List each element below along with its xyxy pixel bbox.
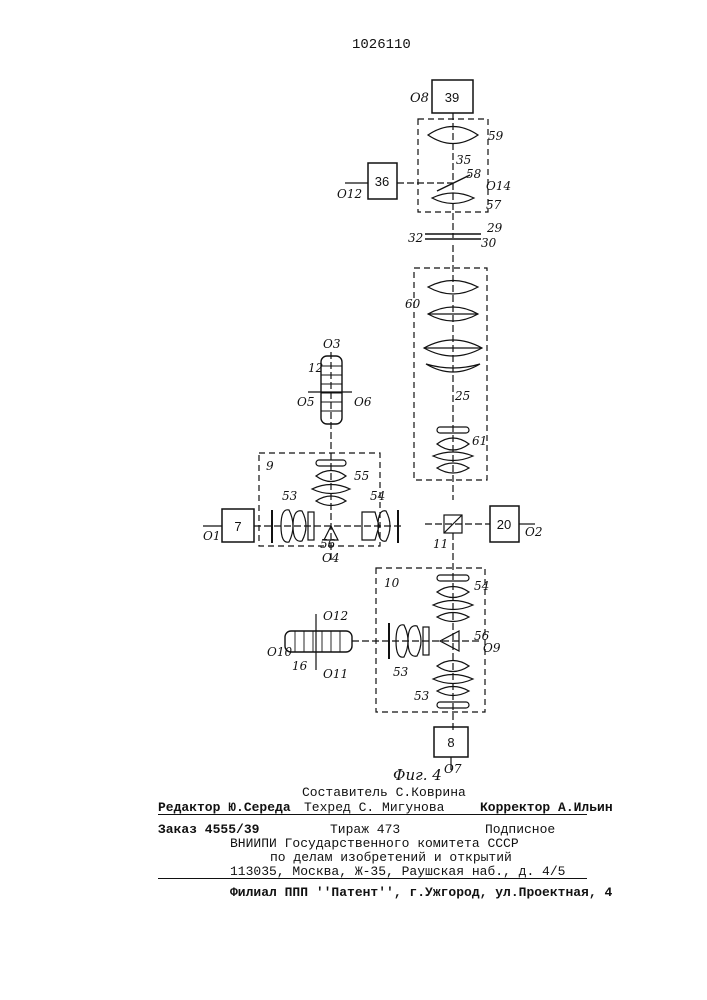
address-line: 113035, Москва, Ж-35, Раушская наб., д. … [230, 864, 565, 879]
label-11: 11 [433, 537, 448, 551]
figure-caption: Фиг. 4 [393, 766, 442, 784]
label-60: 60 [405, 297, 421, 311]
label-54b: 54 [474, 579, 489, 593]
axis-o3-label: O3 [323, 337, 341, 351]
techred-line: Техред С. Мигунова [304, 800, 444, 815]
axis-o10-label: O10 [267, 645, 292, 659]
footer-divider-bottom [158, 878, 587, 879]
axis-o11-label: O11 [323, 667, 348, 681]
block-8-label: 8 [447, 735, 454, 750]
label-35: 35 [456, 153, 471, 167]
label-57: 57 [486, 198, 502, 212]
label-59: 59 [488, 129, 504, 143]
axis-o1-label: O1 [203, 529, 220, 543]
label-56a: 56 [320, 537, 336, 551]
branch-line: Филиал ППП ''Патент'', г.Ужгород, ул.Про… [230, 885, 612, 900]
label-16: 16 [292, 659, 308, 673]
unit-box-60 [414, 268, 487, 480]
label-53c: 53 [414, 689, 430, 703]
order-line: Заказ 4555/39 [158, 822, 259, 837]
label-25: 25 [454, 389, 470, 403]
block-20-label: 20 [497, 517, 511, 532]
axis-o5-label: O5 [297, 395, 314, 409]
compiler-line: Составитель С.Коврина [302, 785, 466, 800]
label-53a: 53 [282, 489, 298, 503]
label-30: 30 [481, 236, 497, 250]
axis-o4-label: O4 [322, 551, 339, 565]
circulation-line: Тираж 473 [330, 822, 400, 837]
label-9: 9 [266, 459, 274, 473]
axis-o12a-label: O12 [337, 187, 362, 201]
label-12: 12 [308, 361, 323, 375]
axis-o2-label: O2 [525, 525, 542, 539]
org-line-1: ВНИИПИ Государственного комитета СССР [230, 836, 519, 851]
axis-o9-label: O9 [483, 641, 501, 655]
axis-o14-label: O14 [486, 179, 511, 193]
block-7-label: 7 [234, 519, 241, 534]
disk-16-hatch [295, 631, 340, 652]
block-39-label: 39 [445, 90, 459, 105]
label-10: 10 [384, 576, 400, 590]
label-55: 55 [354, 469, 369, 483]
axis-o8-label: O8 [410, 91, 429, 106]
label-54a: 54 [370, 489, 385, 503]
axis-o7-label: O7 [444, 762, 462, 776]
block-36-label: 36 [375, 174, 389, 189]
label-53b: 53 [393, 665, 409, 679]
axis-o12b-label: O12 [323, 609, 348, 623]
org-line-2: по делам изобретений и открытий [270, 850, 512, 865]
label-29: 29 [486, 221, 503, 235]
footer-divider-top [158, 814, 587, 815]
axis-o6-label: O6 [354, 395, 372, 409]
subscription-line: Подписное [485, 822, 555, 837]
editor-line: Редактор Ю.Середа [158, 800, 291, 815]
label-32: 32 [408, 231, 423, 245]
label-61: 61 [472, 434, 487, 448]
corrector-line: Корректор А.Ильин [480, 800, 613, 815]
label-58: 58 [466, 167, 482, 181]
